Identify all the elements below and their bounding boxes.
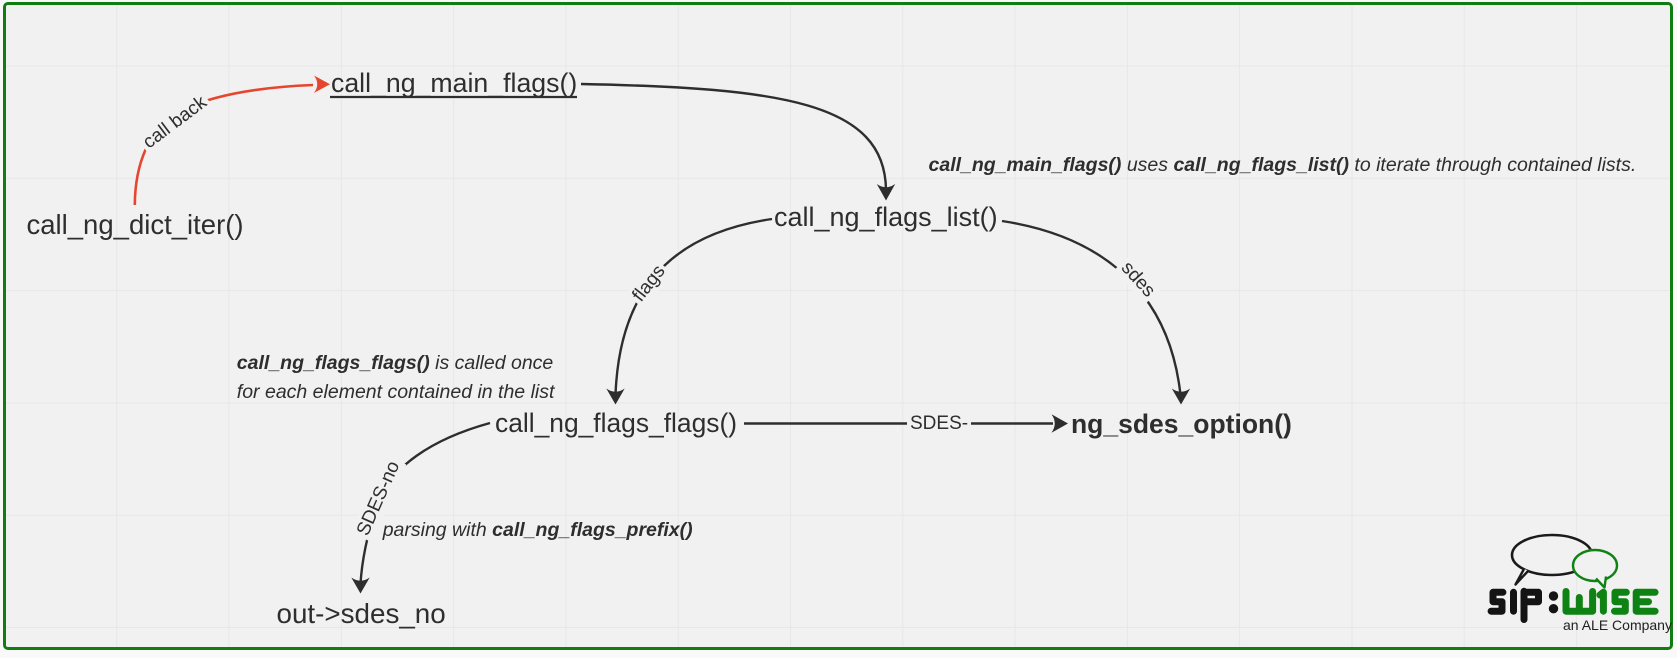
svg-text:an ALE Company: an ALE Company	[1563, 617, 1672, 633]
